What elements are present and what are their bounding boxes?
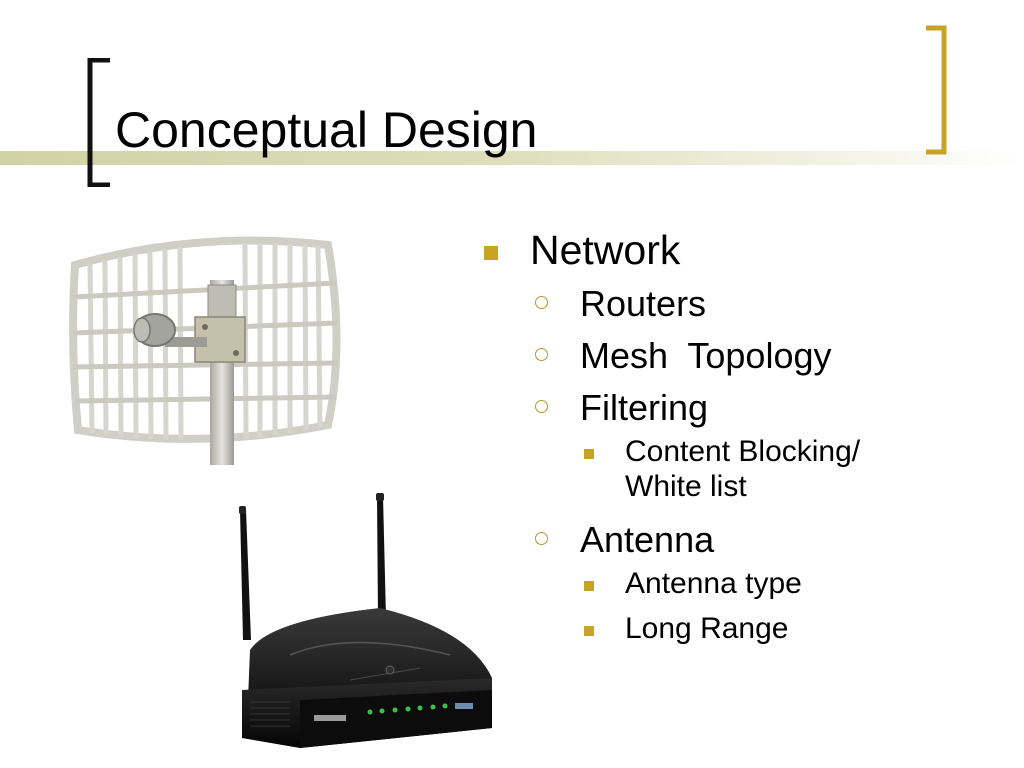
bullet-filtering: Filtering — [480, 382, 1000, 434]
title-underline-band — [0, 151, 1024, 165]
circle-bullet-icon — [535, 400, 548, 413]
circle-bullet-icon — [535, 296, 548, 309]
bullet-filtering-text: Filtering — [580, 387, 709, 428]
bullet-mesh-text: Mesh Topology — [580, 335, 832, 376]
bullet-long-range-text: Long Range — [625, 612, 789, 645]
bullet-antenna: Antenna — [480, 514, 1000, 566]
bullet-mesh-topology: Mesh Topology — [480, 330, 1000, 382]
bullet-routers-text: Routers — [580, 283, 707, 324]
bullet-routers: Routers — [480, 278, 1000, 330]
square-bullet-icon — [484, 246, 498, 260]
bullet-content-blocking: Content Blocking/ White list — [480, 434, 1000, 504]
grid-antenna-image — [69, 236, 341, 465]
square-bullet-icon — [584, 581, 594, 591]
bullet-antenna-text: Antenna — [580, 519, 715, 560]
bullet-content-blocking-line1: Content Blocking/ — [625, 435, 861, 468]
bullet-antenna-type: Antenna type — [480, 566, 1000, 601]
right-bracket-decoration — [926, 25, 947, 155]
wireless-router-image — [239, 493, 492, 748]
bullet-network-text: Network — [530, 227, 681, 273]
bullet-antenna-type-text: Antenna type — [625, 567, 802, 600]
circle-bullet-icon — [535, 532, 548, 545]
slide-title: Conceptual Design — [115, 102, 538, 158]
circle-bullet-icon — [535, 348, 548, 361]
bullet-list: Network Routers Mesh Topology Filtering … — [480, 222, 1000, 646]
square-bullet-icon — [584, 449, 594, 459]
square-bullet-icon — [584, 626, 594, 636]
bullet-long-range: Long Range — [480, 611, 1000, 646]
bullet-content-blocking-line2: White list — [625, 470, 747, 503]
left-bracket-decoration — [87, 58, 110, 187]
bullet-network: Network — [480, 222, 1000, 278]
